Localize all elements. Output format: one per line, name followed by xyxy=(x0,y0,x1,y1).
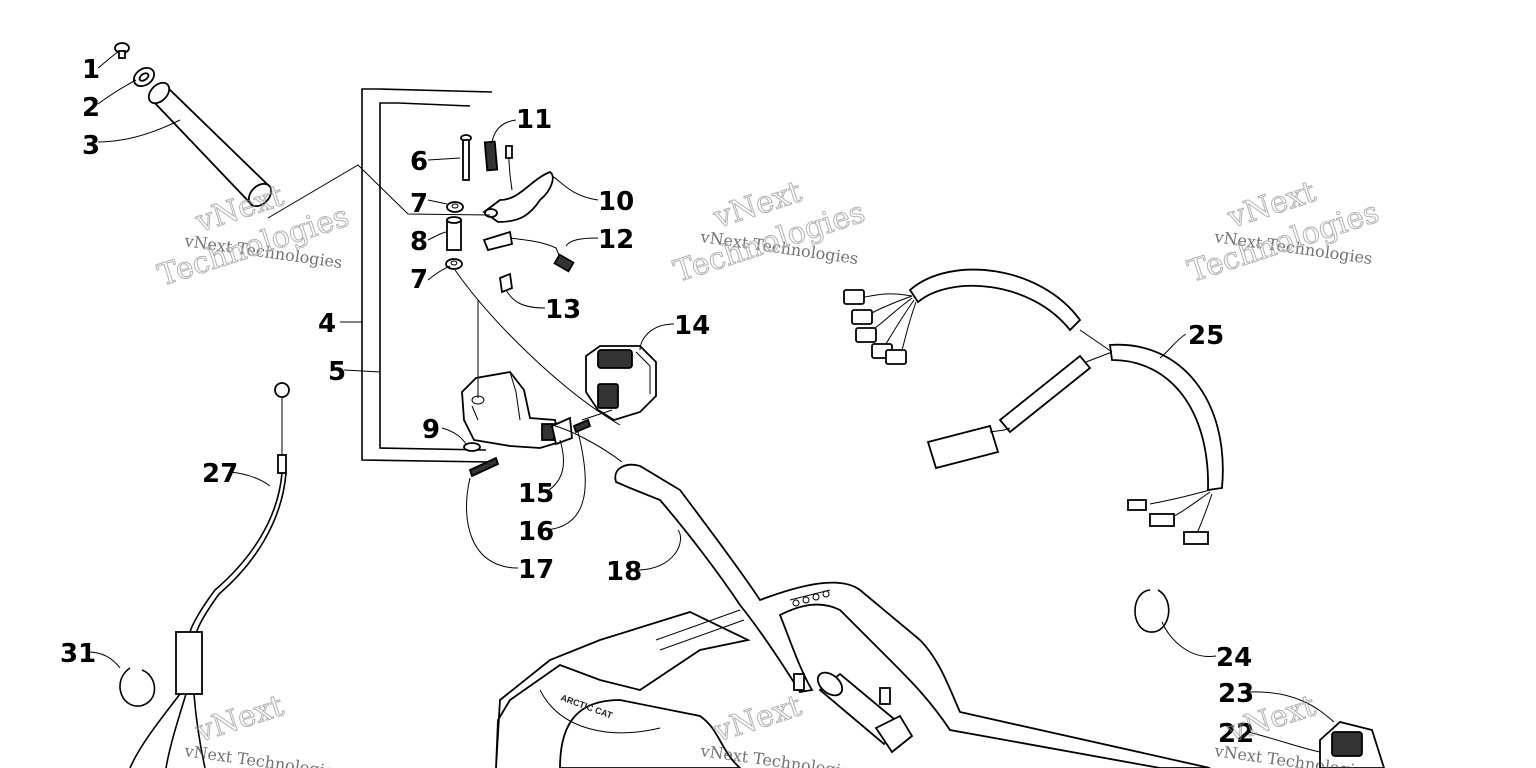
callout-23: 23 xyxy=(1218,679,1254,709)
callout-17: 17 xyxy=(518,555,554,585)
callout-18: 18 xyxy=(606,557,642,587)
watermark-word-a: vNext xyxy=(709,689,806,750)
callout-4: 4 xyxy=(318,309,336,339)
callout-22: 22 xyxy=(1218,719,1254,749)
callout-24: 24 xyxy=(1216,643,1252,673)
callout-7a: 7 xyxy=(410,189,428,219)
callout-13: 13 xyxy=(545,295,581,325)
assembly-bracket-4 xyxy=(361,88,493,463)
part-27-throttle-cable xyxy=(129,382,290,768)
callout-labels: 1 2 3 4 5 6 7 7 8 9 10 11 12 13 14 15 16… xyxy=(60,55,1254,749)
callout-16: 16 xyxy=(518,517,554,547)
callout-8: 8 xyxy=(410,227,428,257)
callout-25: 25 xyxy=(1188,321,1224,351)
part-11-decal xyxy=(483,140,499,172)
callout-11: 11 xyxy=(516,105,552,135)
callout-10: 10 xyxy=(598,187,634,217)
watermark-right-top: vNext Technologies vNext Technologies xyxy=(1183,174,1384,290)
part-6-pin xyxy=(460,134,472,181)
callout-31: 31 xyxy=(60,639,96,669)
watermark-mid-top: vNext Technologies vNext Technologies xyxy=(669,174,870,290)
callout-3: 3 xyxy=(82,131,100,161)
callout-7b: 7 xyxy=(410,265,428,295)
part-12-wire-connector xyxy=(482,230,575,273)
watermark-left-bottom: vNext Technologies vNext xyxy=(182,688,343,768)
part-9-washer xyxy=(463,442,481,452)
callout-6: 6 xyxy=(410,147,428,177)
callout-2: 2 xyxy=(82,93,100,123)
part-10-lever xyxy=(482,145,554,223)
part-13-clip xyxy=(499,272,513,294)
callout-9: 9 xyxy=(422,415,440,445)
part-14-switch-housing xyxy=(585,345,657,421)
callout-12: 12 xyxy=(598,225,634,255)
part-7-bushing-bottom xyxy=(445,258,463,270)
part-31-clamp xyxy=(119,667,156,707)
assembly-bracket-5 xyxy=(379,102,487,451)
steering-column xyxy=(793,671,914,754)
part-8-sleeve xyxy=(446,216,462,251)
part-7-bushing-top xyxy=(446,201,464,213)
part-23-switch-block xyxy=(1319,721,1385,768)
part-3-grip xyxy=(147,81,273,208)
part-16-screw xyxy=(572,418,592,434)
part-25-wiring-harness xyxy=(843,268,1224,545)
leader-lines xyxy=(87,51,1335,753)
callout-14: 14 xyxy=(674,311,710,341)
callout-5: 5 xyxy=(328,357,346,387)
part-17-screw xyxy=(468,456,500,478)
throttle-housing xyxy=(461,371,562,449)
part-18-handlebar xyxy=(614,463,1211,768)
part-1-screw xyxy=(114,42,130,59)
callout-15: 15 xyxy=(518,479,554,509)
callout-1: 1 xyxy=(82,55,100,85)
part-15-plate xyxy=(550,416,573,446)
watermark-left-top: vNext Technologies vNext Technologies xyxy=(153,178,354,294)
callout-27: 27 xyxy=(202,459,238,489)
part-24-clamp xyxy=(1134,589,1170,633)
part-2-washer xyxy=(132,67,156,87)
watermark-word-a: vNext xyxy=(191,689,288,750)
